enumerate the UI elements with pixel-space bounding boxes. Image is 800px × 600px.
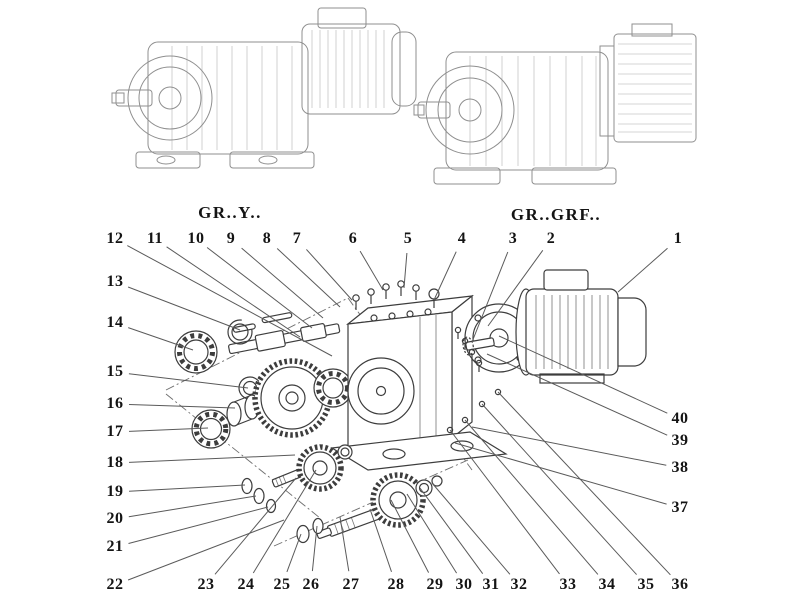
callout-4: 4 [457,230,467,247]
callout-21: 21 [106,538,124,555]
callout-34: 34 [598,576,616,593]
callout-10: 10 [187,230,205,247]
callout-36: 36 [671,576,689,593]
callout-8: 8 [262,230,272,247]
callout-28: 28 [387,576,405,593]
callout-13: 13 [106,273,124,290]
callout-18: 18 [106,454,124,471]
callout-7: 7 [292,230,302,247]
callout-6: 6 [348,230,358,247]
callout-37: 37 [671,499,689,516]
callout-30: 30 [455,576,473,593]
callout-38: 38 [671,459,689,476]
callout-35: 35 [637,576,655,593]
callout-25: 25 [273,576,291,593]
callout-5: 5 [403,230,413,247]
callout-17: 17 [106,423,124,440]
callout-24: 24 [237,576,255,593]
machine-drawing-gr-y [111,7,417,169]
callout-2: 2 [546,230,556,247]
machine-drawing-gr-grf [413,23,697,185]
callout-39: 39 [671,432,689,449]
variant-label-gr-grf: GR..GRF.. [510,205,602,224]
callout-14: 14 [106,314,124,331]
callout-27: 27 [342,576,360,593]
callout-23: 23 [197,576,215,593]
callout-40: 40 [671,410,689,427]
callout-29: 29 [426,576,444,593]
second-bearing [191,409,231,449]
callout-11: 11 [146,230,164,247]
variant-label-gr-y: GR..Y.. [198,203,262,222]
callout-16: 16 [106,395,124,412]
callout-22: 22 [106,576,124,593]
callout-1: 1 [673,230,683,247]
callout-31: 31 [482,576,500,593]
callout-15: 15 [106,363,124,380]
callout-20: 20 [106,510,124,527]
callout-33: 33 [559,576,577,593]
callout-19: 19 [106,483,124,500]
callout-9: 9 [226,230,236,247]
callout-12: 12 [106,230,124,247]
callout-32: 32 [510,576,528,593]
callout-26: 26 [302,576,320,593]
callout-3: 3 [508,230,518,247]
flange-bolts [454,326,483,372]
